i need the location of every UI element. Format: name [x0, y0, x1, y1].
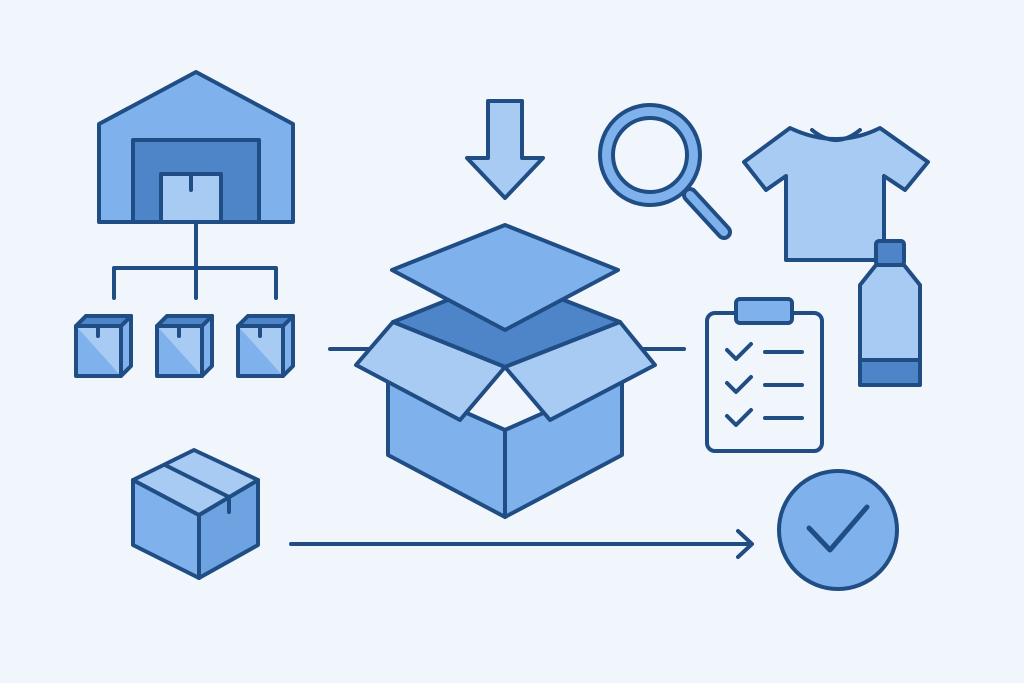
tree-connector — [112, 220, 278, 300]
package-icon — [131, 448, 260, 580]
bottle-icon — [858, 239, 922, 387]
small-box-icon — [155, 314, 214, 378]
checklist-icon — [705, 297, 824, 453]
tshirt-icon — [742, 126, 930, 262]
warehouse-icon — [97, 70, 295, 224]
down-arrow-icon — [465, 99, 545, 200]
magnifier-icon — [598, 103, 732, 240]
arrow-right-icon — [289, 529, 754, 559]
small-box-icon — [236, 314, 295, 378]
open-box-icon — [354, 223, 657, 519]
check-circle-icon — [777, 469, 899, 591]
small-box-icon — [74, 314, 133, 378]
